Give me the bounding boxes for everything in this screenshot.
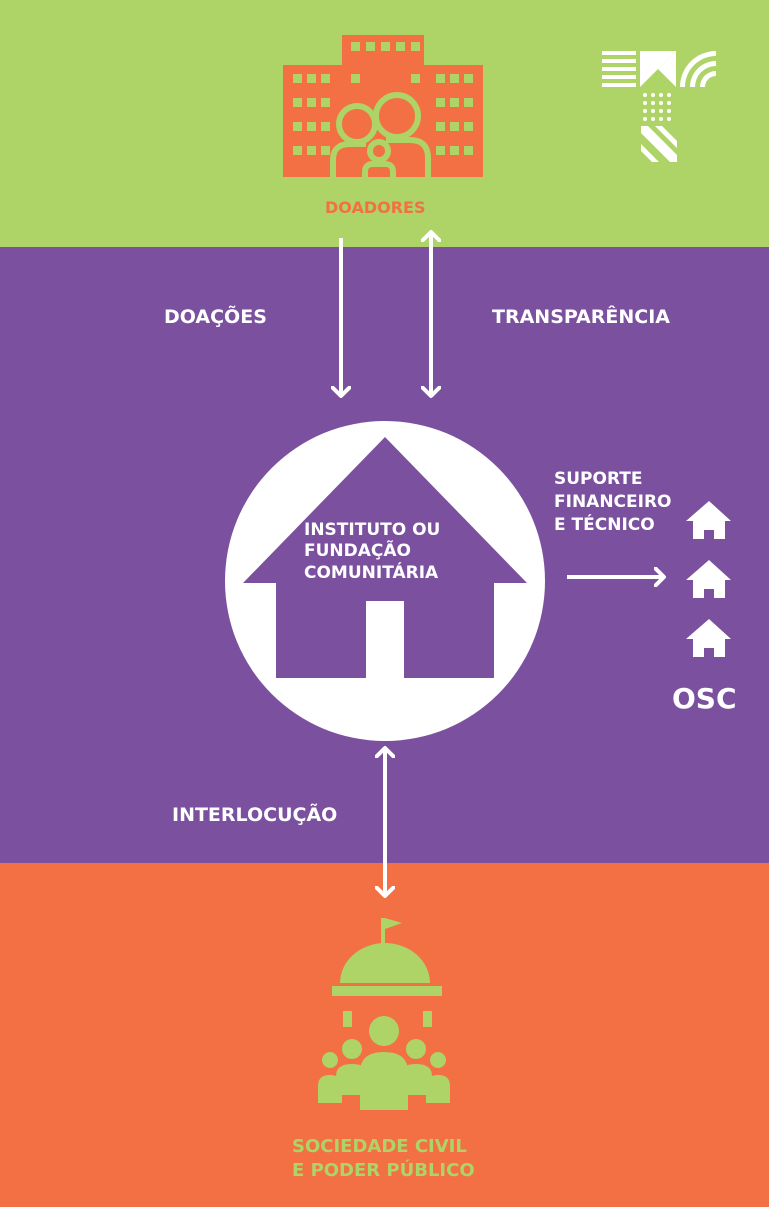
building-with-family-icon	[283, 35, 483, 184]
donors-label: DOADORES	[325, 198, 426, 217]
small-house-icon	[686, 619, 731, 657]
small-house-icon	[686, 501, 731, 539]
support-label: SUPORTE FINANCEIRO E TÉCNICO	[554, 469, 672, 535]
capitol-with-people-icon	[318, 918, 450, 1110]
donations-label: DOAÇÕES	[164, 306, 267, 328]
interlocution-label: INTERLOCUÇÃO	[172, 804, 338, 826]
osc-label: OSC	[672, 682, 737, 715]
t-pattern-logo-icon	[602, 51, 716, 162]
house-icon	[243, 437, 527, 678]
small-house-icon	[686, 560, 731, 598]
society-label: SOCIEDADE CIVIL E PODER PÚBLICO	[292, 1136, 475, 1182]
transparency-label: TRANSPARÊNCIA	[492, 306, 670, 328]
institute-label: INSTITUTO OU FUNDAÇÃO COMUNITÁRIA	[304, 520, 441, 583]
